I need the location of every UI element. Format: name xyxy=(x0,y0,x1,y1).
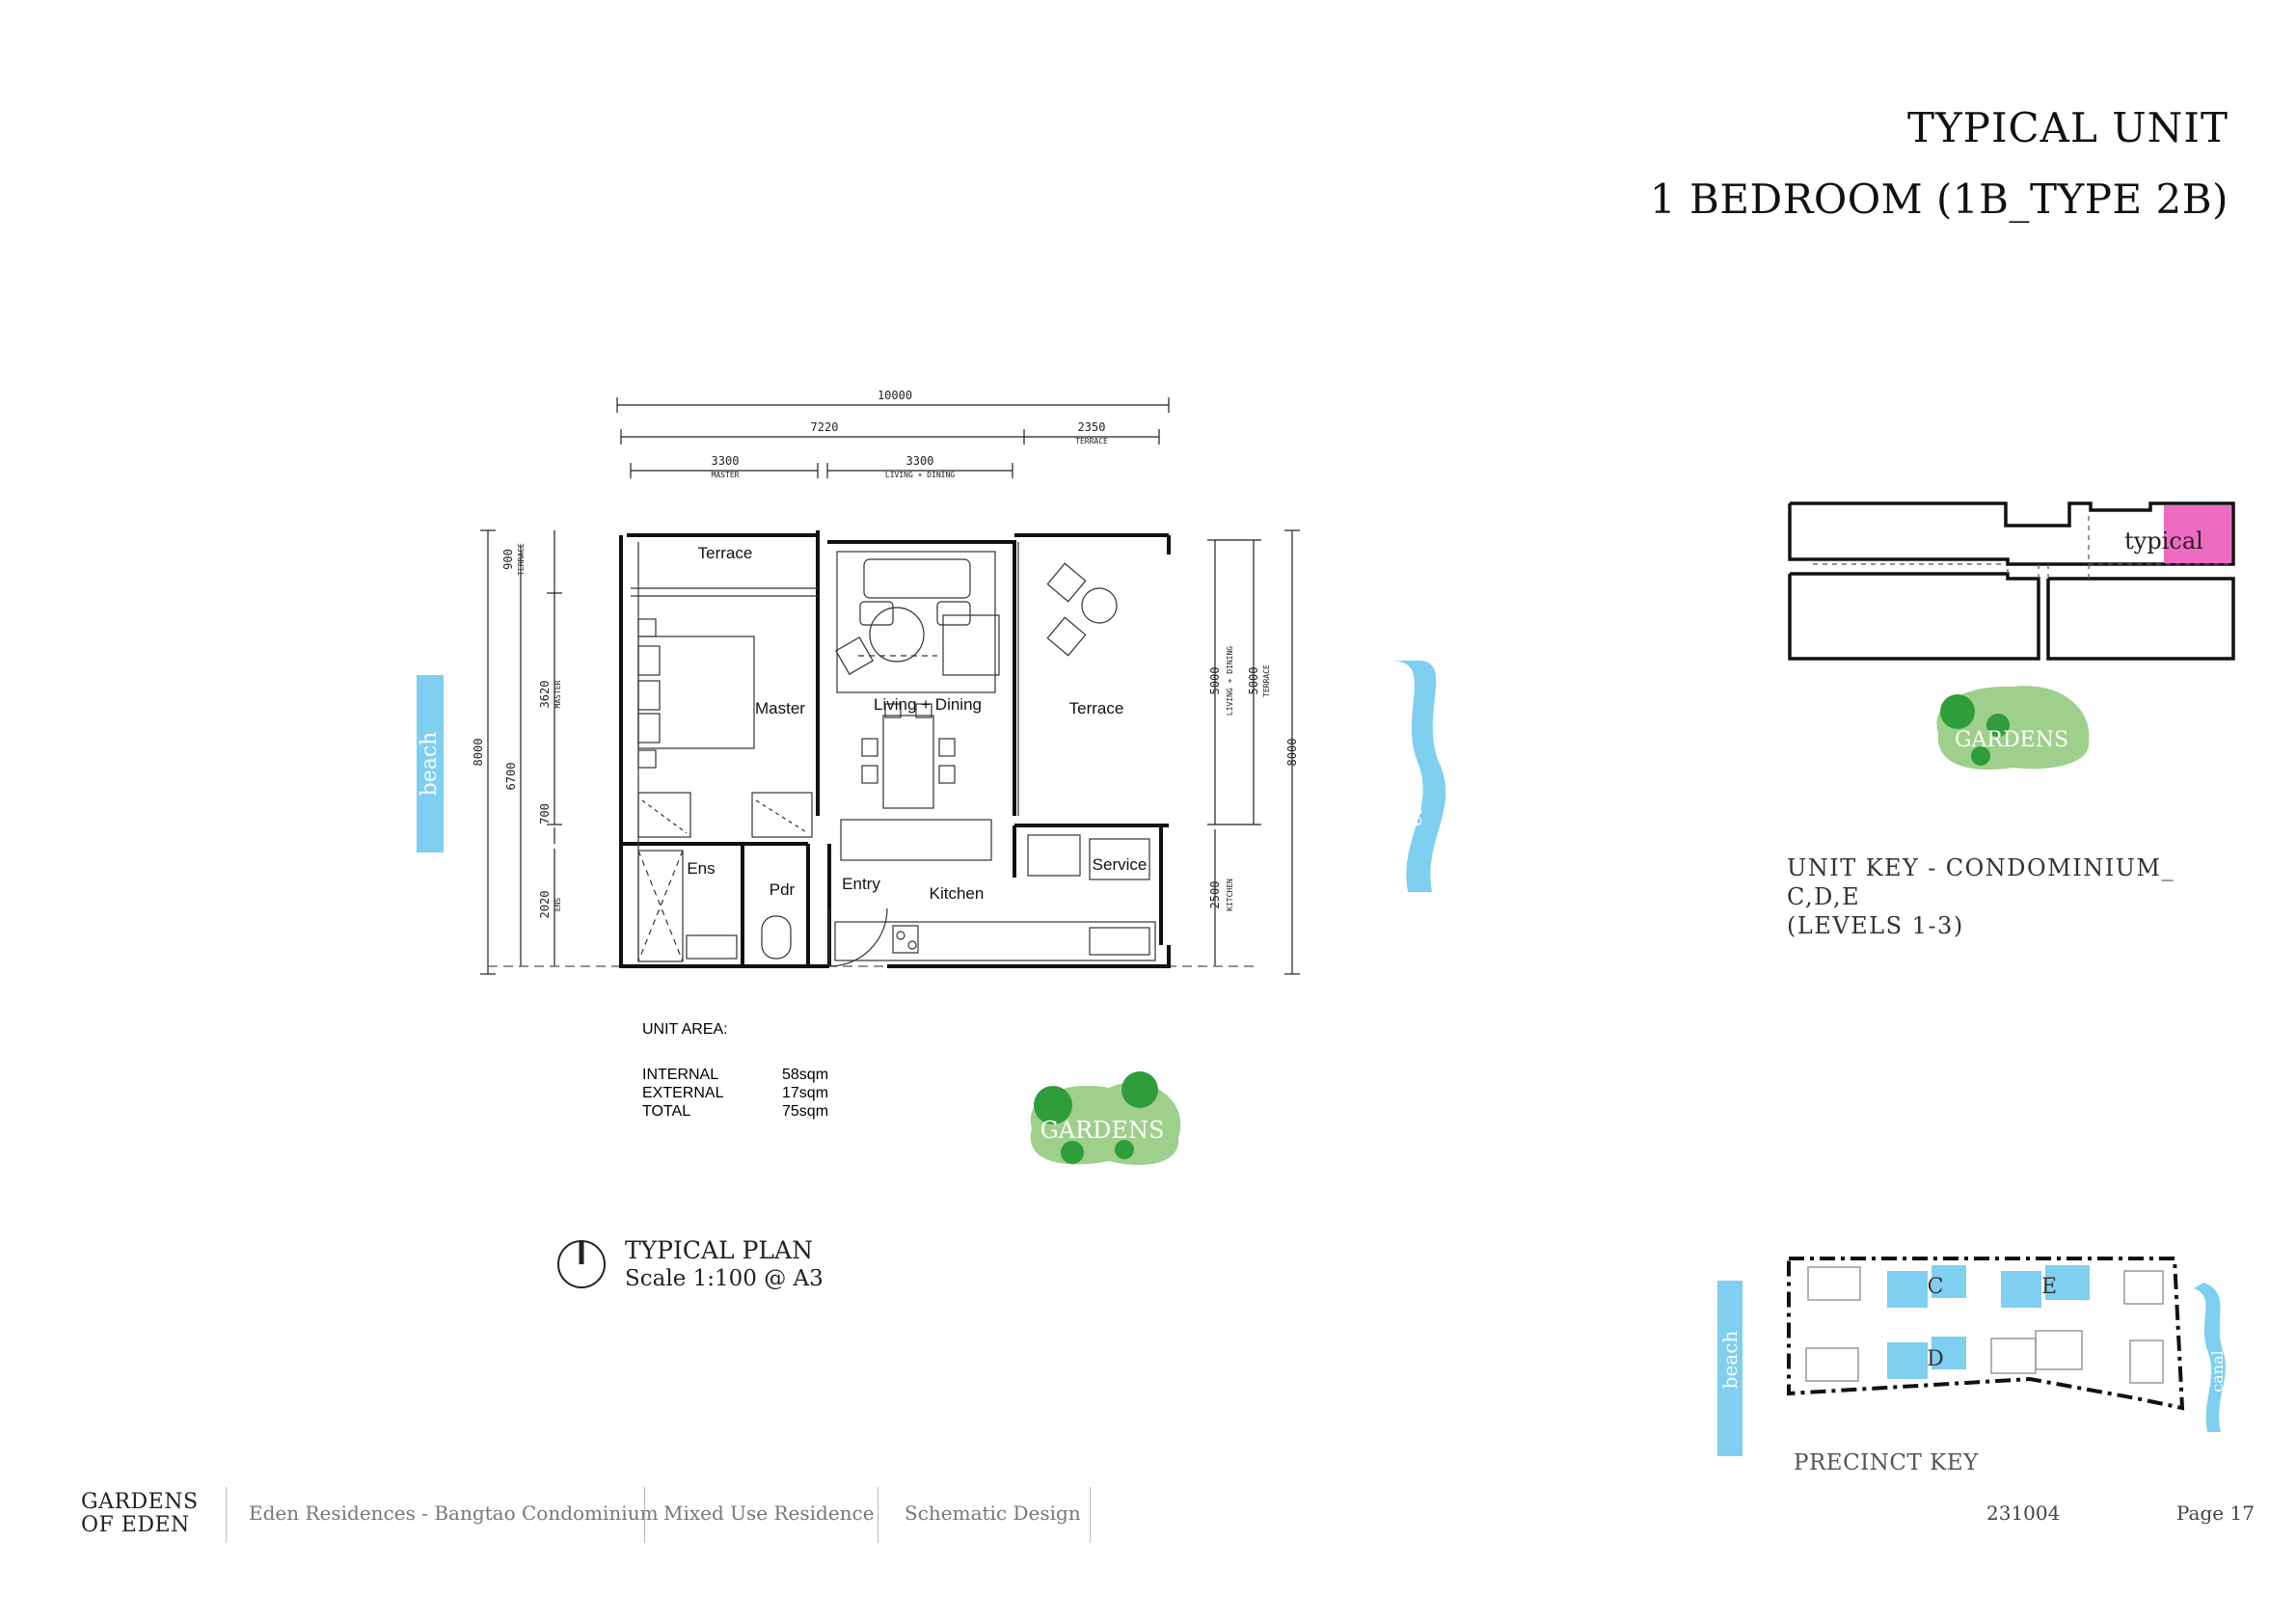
unit-key-gardens-graphic: GARDENS xyxy=(1936,686,2090,771)
unit-area-row: INTERNAL 58sqm xyxy=(642,1066,828,1084)
unit-key-word: UNIT xyxy=(1787,854,1857,881)
unit-area-row: EXTERNAL 17sqm xyxy=(642,1084,828,1102)
unit-key-legend: UNIT KEY - CONDOMINIUM_ C,D,E (LEVELS 1-… xyxy=(1787,853,2174,940)
dim-terrace-width: 2350 xyxy=(1078,420,1106,434)
north-arrow-icon xyxy=(557,1240,606,1288)
dim-terrace-depth: 900 xyxy=(501,549,515,570)
unit-area-heading: UNIT AREA: xyxy=(642,1021,728,1038)
precinct-key-label: PRECINCT KEY xyxy=(1794,1450,1979,1475)
room-ens: Ens xyxy=(687,859,715,878)
unit-area-value: 58sqm xyxy=(782,1067,829,1083)
dim-overall-depth-left: 8000 xyxy=(472,739,485,767)
unit-key-word: - xyxy=(1928,854,1937,881)
footer-stage: Schematic Design xyxy=(905,1501,1081,1525)
dim-gap-depth: 700 xyxy=(538,803,552,825)
room-terrace-top: Terrace xyxy=(698,544,753,562)
room-master: Master xyxy=(755,699,805,717)
unit-area-table: UNIT AREA: INTERNAL 58sqm EXTERNAL 17sqm… xyxy=(642,1020,828,1121)
beach-strip: beach xyxy=(417,675,444,852)
unit-area-row: TOTAL 75sqm xyxy=(642,1102,828,1121)
unit-key-diagram: typical xyxy=(1788,501,2235,661)
typical-plan-title: TYPICAL PLAN xyxy=(625,1236,813,1264)
footer-project: Eden Residences - Bangtao Condominium xyxy=(249,1501,659,1525)
floor-plan: 10000 7220 2350 TERRACE 3300 MASTER 3300… xyxy=(472,389,1300,975)
brand-logo-line: GARDENS xyxy=(81,1490,199,1514)
dim-living-width-label: LIVING + DINING xyxy=(885,471,955,479)
dim-ens-depth: 2020 xyxy=(538,891,552,919)
dim-kitchen-depth: 2500 xyxy=(1208,881,1222,909)
precinct-e-label: E xyxy=(2041,1275,2057,1299)
dim-kitchen-depth-label: KITCHEN xyxy=(1226,879,1234,911)
dim-living-width: 3300 xyxy=(906,454,934,468)
footer-divider xyxy=(1090,1487,1091,1543)
unit-area-value: 17sqm xyxy=(782,1085,829,1101)
brand-logo-line: OF EDEN xyxy=(81,1513,190,1537)
dim-overall-width: 10000 xyxy=(878,389,912,402)
dim-ens-depth-label: ENS xyxy=(554,898,562,912)
room-kitchen: Kitchen xyxy=(930,884,985,903)
unit-key-word: CONDOMINIUM_ xyxy=(1945,854,2174,881)
footer-use: Mixed Use Residence xyxy=(663,1501,875,1525)
typical-unit-label: typical xyxy=(2124,527,2203,555)
dim-overall-depth-right: 8000 xyxy=(1285,739,1299,767)
dim-master-depth-label: MASTER xyxy=(554,680,562,708)
unit-area-label: EXTERNAL xyxy=(642,1085,724,1101)
room-living-dining: Living + Dining xyxy=(874,695,982,714)
gardens-graphic: GARDENS xyxy=(1030,1071,1181,1166)
dim-master-depth: 3620 xyxy=(538,681,552,709)
page-title: TYPICAL UNIT xyxy=(1906,104,2228,151)
precinct-c-label: C xyxy=(1928,1275,1944,1299)
typical-plan-scale: Scale 1:100 @ A3 xyxy=(625,1266,824,1291)
dim-terrace-right-depth: 5000 xyxy=(1247,667,1260,695)
unit-area-label: INTERNAL xyxy=(642,1067,719,1083)
room-terrace-right: Terrace xyxy=(1069,699,1124,717)
precinct-d-label: D xyxy=(1927,1347,1944,1371)
unit-area-value: 75sqm xyxy=(782,1103,829,1120)
canal-label: canal xyxy=(1403,774,1426,826)
dim-master-width-label: MASTER xyxy=(712,471,740,479)
unit-area-label: TOTAL xyxy=(642,1103,691,1120)
room-service: Service xyxy=(1093,855,1148,874)
dim-terrace-right-depth-label: TERRACE xyxy=(1262,664,1271,697)
dim-living-depth-label: LIVING + DINING xyxy=(1226,646,1234,716)
unit-key-blocks: C,D,E xyxy=(1787,883,1861,910)
brand-logo: GARDENS OF EDEN xyxy=(81,1491,199,1537)
typical-plan-caption: TYPICAL PLAN Scale 1:100 @ A3 xyxy=(625,1236,824,1291)
room-entry: Entry xyxy=(842,875,880,893)
dim-master-width: 3300 xyxy=(712,454,740,468)
unit-key-word: KEY xyxy=(1865,854,1920,881)
footer-divider xyxy=(226,1487,227,1543)
page-subtitle: 1 BEDROOM (1B_TYPE 2B) xyxy=(1649,176,2228,223)
precinct-canal-label: canal xyxy=(2208,1350,2227,1392)
dim-inner-depth: 6700 xyxy=(504,763,518,791)
dim-main-width: 7220 xyxy=(811,420,839,434)
canal-strip: canal xyxy=(1391,661,1446,892)
beach-label: beach xyxy=(418,732,442,797)
footer-divider xyxy=(644,1487,645,1543)
dim-terrace-width-label: TERRACE xyxy=(1075,437,1108,446)
precinct-key-diagram: beach canal C E D xyxy=(1717,1257,2227,1456)
unit-key-gardens-label: GARDENS xyxy=(1955,728,2068,752)
unit-key-levels: (LEVELS 1-3) xyxy=(1787,912,1964,939)
page-number: Page 17 xyxy=(2176,1501,2255,1525)
gardens-label: GARDENS xyxy=(1040,1117,1165,1144)
dim-terrace-depth-label: TERRACE xyxy=(517,543,526,576)
document-code: 231004 xyxy=(1986,1501,2061,1525)
room-pdr: Pdr xyxy=(770,880,796,899)
dim-living-depth: 5000 xyxy=(1208,667,1222,695)
precinct-beach-label: beach xyxy=(1718,1331,1742,1390)
